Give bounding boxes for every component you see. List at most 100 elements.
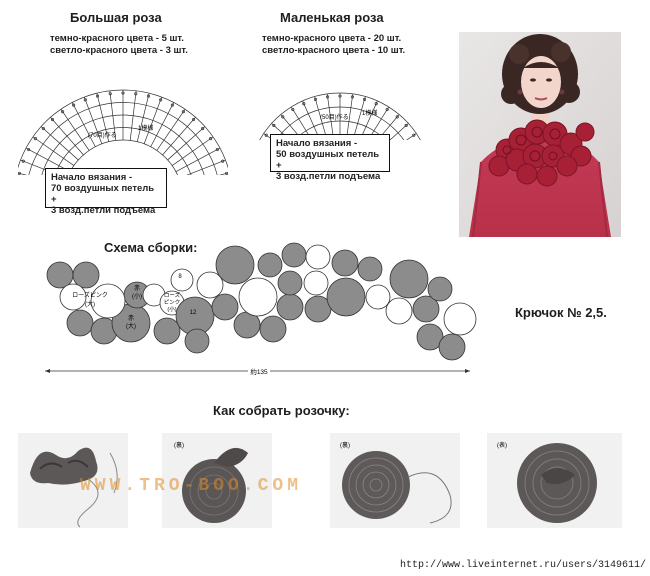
label-red-large: 赤 [128, 315, 134, 322]
chart-stitch [167, 126, 206, 161]
chart-loop [96, 94, 100, 98]
label-num-12: 12 [190, 310, 197, 316]
chart-loop [326, 95, 330, 99]
chart-loop [181, 110, 185, 114]
chart-loop [404, 123, 408, 127]
assembly-rose [326, 277, 366, 317]
chart-loop [146, 94, 150, 98]
assembly-rose [259, 315, 287, 343]
chart-stitch [50, 117, 84, 156]
hook-size: Крючок № 2,5. [515, 305, 607, 320]
assembly-rose [211, 293, 239, 321]
step-tag: (表) [497, 441, 507, 449]
assembly-rose [303, 270, 329, 296]
label-rose-pink-small-size: (小) [167, 305, 176, 313]
chart-loop [302, 102, 306, 106]
chart-stitch [406, 133, 417, 140]
label-red-large-size: (大) [126, 322, 136, 330]
chart-stitch [40, 126, 79, 161]
large-rose-color-dark: темно-красного цвета - 5 шт. [50, 33, 184, 44]
chart-loop [72, 103, 76, 107]
chart-loop [21, 159, 25, 163]
assembly-rose [365, 284, 391, 310]
assembly-rose [66, 309, 94, 337]
chart-stitch [96, 93, 110, 142]
chart-loop [362, 97, 367, 101]
chart-loop [134, 92, 138, 96]
chart-loop [272, 123, 276, 127]
large-rose-chain-label: (70目)作る [88, 131, 117, 139]
chart-loop [209, 137, 213, 141]
chart-loop [291, 107, 295, 112]
chart-loop [121, 91, 125, 95]
chart-loop [191, 117, 196, 122]
chart-loop [41, 127, 45, 131]
chart-loop [395, 115, 399, 119]
chart-loop [313, 97, 318, 101]
chart-loop [27, 147, 31, 152]
large-rose-row-label: 1模様 [138, 124, 153, 132]
label-rose-pink-small-2: ピンク [164, 299, 181, 306]
large-rose-start-note: Начало вязания - 70 воздушных петель + 3… [45, 168, 167, 216]
assembly-rose [277, 270, 303, 296]
small-rose-color-light: светло-красного цвета - 10 шт. [262, 45, 406, 56]
chart-stitch [20, 159, 60, 175]
assembly-rose [389, 259, 429, 299]
assembly-rose [438, 333, 466, 361]
dimension-label: 約135 [250, 367, 268, 376]
footer-url: http://www.liveinternet.ru/users/3149611… [400, 560, 647, 571]
small-rose-color-dark: темно-красного цвета - 20 шт. [262, 33, 402, 44]
note-line: 70 воздушных петель + [51, 183, 155, 205]
chart-stitch [143, 96, 163, 144]
chart-stitch [136, 93, 150, 142]
assembly-rose [238, 277, 278, 317]
chart-loop [18, 171, 21, 175]
small-rose-chain-label: (50目)作る [320, 113, 349, 121]
assembly-diagram: ローズピンク (大) 赤 (小) 赤 (大) ローズ ピンク (小) 8 12 … [45, 242, 477, 376]
chart-loop [338, 94, 342, 98]
chart-stitch [25, 147, 71, 173]
assembly-rose [170, 268, 194, 292]
chart-loop [264, 133, 268, 137]
chart-stitch [18, 172, 28, 175]
assembly-rose [276, 293, 304, 321]
chart-stitch [326, 93, 334, 136]
chart-stitch [175, 147, 221, 173]
chart-stitch [171, 136, 214, 166]
model-photo [459, 32, 621, 237]
note-line: 3 возд.петли подъема [51, 205, 156, 216]
assembly-rose [385, 297, 413, 325]
chart-stitch [186, 159, 226, 175]
chart-loop [215, 147, 219, 152]
step-tag: (裏) [174, 441, 184, 449]
chart-loop [33, 137, 37, 141]
chart-stitch [280, 114, 303, 140]
how-to-title: Как собрать розочку: [213, 403, 350, 418]
assembly-rose [215, 245, 255, 285]
assembly-rose [412, 295, 440, 323]
large-rose-crochet-chart: (70目)作る 1模様 [18, 89, 228, 175]
small-rose-title: Маленькая роза [280, 10, 384, 25]
chart-loop [201, 127, 205, 131]
assembly-rose [443, 302, 477, 336]
assembly-rose [59, 283, 87, 311]
step-photo-4: (表) [487, 433, 622, 528]
chart-loop [50, 117, 55, 122]
chart-stitch [360, 100, 378, 140]
chart-stitch [109, 90, 117, 141]
chart-loop [108, 92, 112, 96]
large-rose-title: Большая роза [70, 10, 162, 25]
chart-loop [61, 110, 65, 114]
chart-loop [412, 133, 416, 137]
chart-stitch [71, 102, 96, 147]
chart-stitch [32, 136, 75, 166]
assembly-rose [153, 317, 181, 345]
chart-loop [221, 159, 225, 163]
assembly-rose [257, 252, 283, 278]
step-photo-1 [18, 433, 128, 528]
note-line: Начало вязания - [276, 138, 358, 149]
chart-stitch [302, 100, 320, 140]
label-rose-pink-large-size: (大) [85, 300, 95, 308]
step-photo-2: (裏) [162, 433, 272, 528]
chart-stitch [129, 90, 137, 141]
